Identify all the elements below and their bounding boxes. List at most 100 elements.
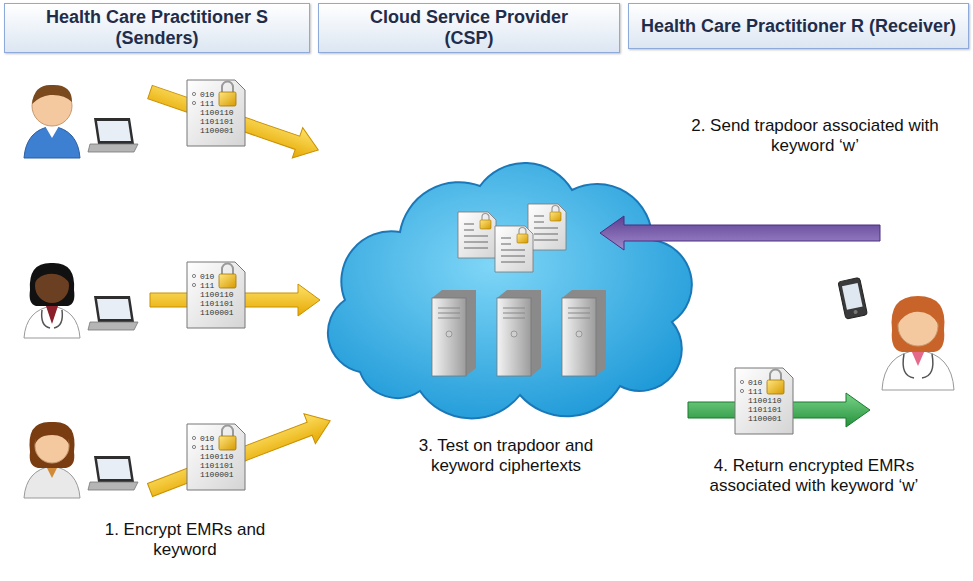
- server-tower: [497, 298, 531, 376]
- server-tower: [432, 290, 476, 376]
- stored-document: [534, 240, 558, 241]
- stored-document: [480, 220, 491, 229]
- sender-person: [32, 85, 72, 104]
- mobile-phone: [838, 277, 867, 319]
- server-tower: [568, 308, 590, 309]
- sender-person: [46, 306, 58, 324]
- encrypted-document: [192, 436, 195, 439]
- stored-document: [552, 206, 559, 213]
- encrypted-document: [187, 80, 245, 146]
- encrypted-document: [219, 92, 236, 106]
- sender-person: [45, 126, 59, 138]
- stored-document: [458, 212, 496, 258]
- laptop: [97, 299, 131, 319]
- encrypted-document: [222, 264, 233, 275]
- stored-document: [517, 234, 528, 243]
- laptop: [88, 322, 138, 330]
- stored-document: [528, 204, 566, 250]
- server-tower: [446, 331, 452, 337]
- receiver-person: [882, 296, 954, 390]
- server-tower: [568, 308, 590, 318]
- server-tower: [503, 308, 525, 318]
- encrypted-document: [740, 389, 743, 392]
- stored-document: [458, 212, 496, 258]
- sender-person: [24, 126, 80, 158]
- binary-text: 010: [200, 272, 214, 281]
- stored-document: [495, 226, 533, 272]
- server-tower: [568, 318, 590, 319]
- stored-document: [534, 228, 558, 229]
- laptop: [88, 118, 138, 152]
- binary-text: 1101101: [748, 405, 782, 414]
- stored-document: [501, 238, 511, 239]
- binary-text: 1100001: [200, 308, 234, 317]
- stored-document: [534, 216, 544, 217]
- server-tower: [562, 298, 596, 376]
- trapdoor-arrow: [600, 216, 880, 250]
- column-header-box: Cloud Service Provider (CSP): [318, 3, 620, 53]
- binary-text: 1100001: [748, 414, 782, 423]
- binary-text: 1101101: [200, 117, 234, 126]
- binary-text: 010: [748, 378, 762, 387]
- column-header-box: Health Care Practitioner R (Receiver): [628, 3, 969, 49]
- stored-document: [550, 212, 561, 221]
- encrypted-document: [740, 380, 743, 383]
- binary-text: 1100110: [200, 290, 234, 299]
- server-tower: [562, 290, 606, 376]
- upload-arrow: [144, 77, 336, 505]
- sender-person: [42, 310, 63, 328]
- binary-text: 1100110: [200, 452, 234, 461]
- server-tower: [432, 298, 466, 376]
- binary-text: 1100110: [748, 396, 782, 405]
- encrypted-document: [219, 274, 236, 288]
- encrypted-document: [767, 380, 784, 394]
- laptop: [97, 121, 131, 141]
- laptop: [97, 459, 131, 479]
- sender-person: [24, 85, 80, 158]
- laptop: [88, 144, 138, 152]
- stored-document: [534, 222, 544, 223]
- step-label: 1. Encrypt EMRs and keyword: [92, 520, 278, 560]
- laptop: [94, 118, 134, 144]
- server-tower: [438, 308, 460, 318]
- step-label: 2. Send trapdoor associated with keyword…: [688, 116, 942, 156]
- binary-text: 1100001: [200, 126, 234, 135]
- encrypted-document: [770, 370, 781, 381]
- receiver-person: [898, 302, 938, 324]
- encrypted-document: [187, 424, 245, 490]
- binary-text: 010: [200, 90, 214, 99]
- server-tower: [511, 331, 517, 337]
- laptop: [88, 296, 138, 330]
- server-tower: [503, 313, 525, 314]
- encrypted-document: [192, 92, 195, 95]
- step-label: 4. Return encrypted EMRs associated with…: [680, 456, 948, 496]
- binary-text: 1100001: [200, 470, 234, 479]
- encrypted-document: [187, 424, 245, 490]
- stored-document: [501, 244, 511, 245]
- encrypted-document: [219, 436, 236, 450]
- server-tower: [568, 313, 590, 314]
- binary-text: 010: [200, 434, 214, 443]
- stored-document: [501, 250, 525, 251]
- step-label: 3. Test on trapdoor and keyword cipherte…: [396, 436, 616, 476]
- sender-person: [24, 466, 80, 498]
- stored-document: [534, 234, 558, 235]
- stored-document: [519, 228, 526, 235]
- sender-person: [24, 263, 80, 338]
- upload-arrow: [145, 77, 324, 165]
- server-tower: [438, 313, 460, 314]
- stored-document: [501, 262, 525, 263]
- sender-person: [29, 422, 74, 468]
- server-tower: [576, 331, 582, 337]
- column-header-text: Cloud Service Provider (CSP): [349, 7, 589, 49]
- stored-document: [458, 204, 566, 272]
- server-tower: [503, 318, 525, 319]
- cloud-shape: [328, 163, 692, 418]
- upload-arrow: [144, 406, 336, 505]
- encrypted-document: [192, 445, 195, 448]
- server-tower: [497, 290, 541, 376]
- server-tower: [432, 290, 606, 376]
- server-tower: [438, 318, 460, 319]
- encrypted-document: [735, 368, 793, 434]
